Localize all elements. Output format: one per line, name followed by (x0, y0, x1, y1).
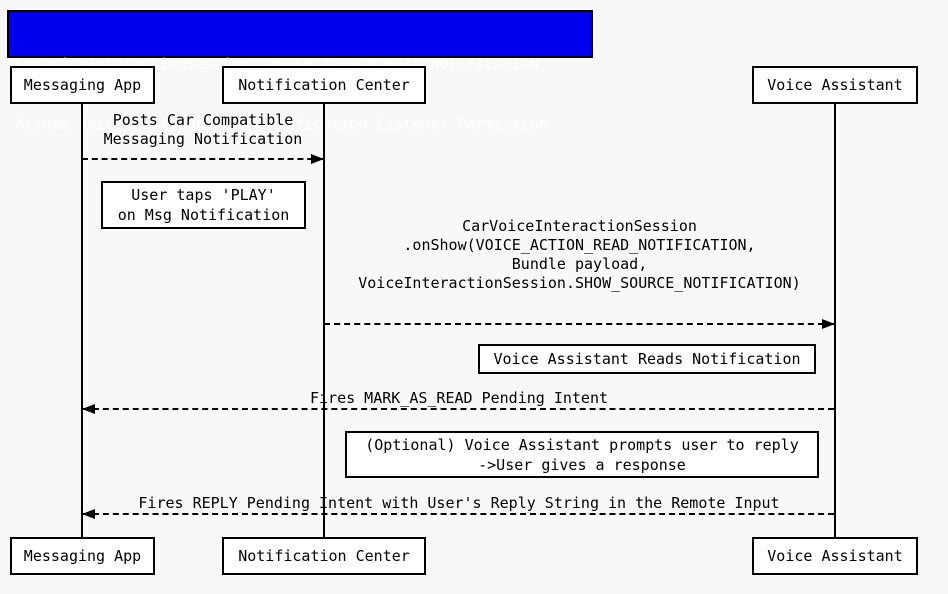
participant-notification-center-bottom: Notification Center (222, 537, 426, 575)
arrowhead-left-icon (82, 404, 95, 414)
arrowhead-right-icon (822, 319, 835, 329)
lifeline-messaging-app (81, 104, 83, 537)
message-onshow-label: CarVoiceInteractionSession .onShow(VOICE… (358, 217, 801, 292)
message-reply-arrow (82, 509, 834, 519)
participant-voice-assistant-bottom: Voice Assistant (752, 537, 918, 575)
arrowhead-left-icon (82, 509, 95, 519)
message-onshow-arrow (324, 319, 835, 329)
message-mark-as-read-arrow (82, 404, 834, 414)
message-posts-notification-arrow (82, 154, 324, 164)
note-optional-reply: (Optional) Voice Assistant prompts user … (345, 431, 819, 478)
participant-voice-assistant-top: Voice Assistant (752, 66, 918, 104)
lifeline-notification-center (323, 104, 325, 537)
participant-messaging-app-top: Messaging App (10, 66, 155, 104)
message-mark-as-read-label: Fires MARK_AS_READ Pending Intent (309, 389, 608, 407)
participant-messaging-app-bottom: Messaging App (10, 537, 155, 575)
diagram-title: CarVoiceInteractionSession: VOICE_ACTION… (7, 10, 593, 133)
note-user-taps-play: User taps 'PLAY' on Msg Notification (101, 181, 306, 229)
diagram-title-line-2: Assume Voice Assistant has Notification … (15, 115, 548, 133)
message-posts-notification-label: Posts Car Compatible Messaging Notificat… (103, 111, 303, 148)
arrowhead-right-icon (311, 154, 324, 164)
lifeline-voice-assistant (834, 104, 836, 537)
note-voice-assistant-reads: Voice Assistant Reads Notification (478, 344, 816, 374)
participant-notification-center-top: Notification Center (222, 66, 426, 104)
message-reply-label: Fires REPLY Pending Intent with User's R… (138, 494, 780, 512)
